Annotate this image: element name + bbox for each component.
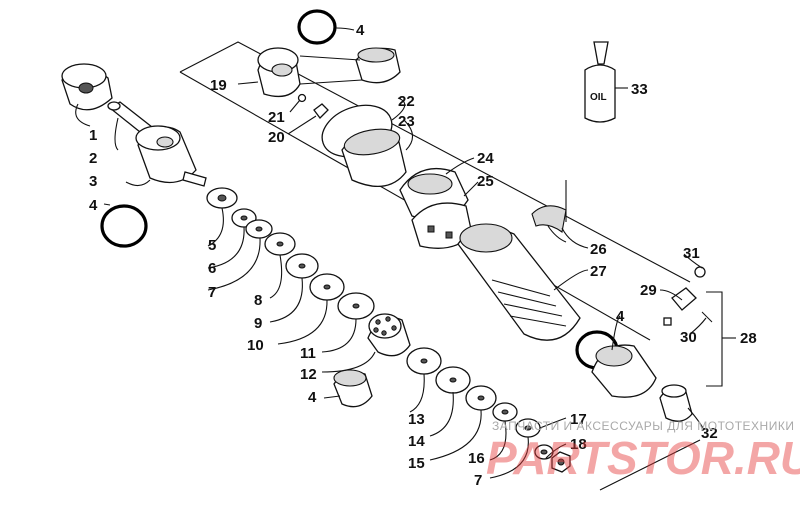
callout-22: 22 xyxy=(398,93,415,110)
watermark-tagline: ЗАПЧАСТИ И АКСЕССУАРЫ ДЛЯ МОТОТЕХНИКИ xyxy=(492,419,794,433)
part-rod-end-eyelet xyxy=(61,63,113,111)
part-washer-13 xyxy=(406,347,442,375)
callout-20: 20 xyxy=(268,129,285,146)
callout-18: 18 xyxy=(570,436,587,453)
callout-1: 1 xyxy=(89,127,97,144)
callout-11: 11 xyxy=(300,345,316,362)
callout-30: 30 xyxy=(680,329,697,346)
bracket-28 xyxy=(706,291,723,387)
callout-4-left: 4 xyxy=(89,197,98,214)
callout-7-lower: 7 xyxy=(474,472,482,489)
callout-26: 26 xyxy=(590,241,607,258)
callout-6: 6 xyxy=(208,260,216,277)
callout-28: 28 xyxy=(740,330,757,347)
part-bladder-23 xyxy=(341,128,407,187)
assembly-frame-bottom xyxy=(599,439,701,491)
part-spring-seat xyxy=(531,205,567,233)
callout-16: 16 xyxy=(468,450,485,467)
callout-7-upper: 7 xyxy=(208,284,216,301)
part-oring-left xyxy=(100,204,148,248)
callout-8: 8 xyxy=(254,292,262,309)
part-seal-head xyxy=(135,125,207,187)
part-nut xyxy=(551,451,571,473)
part-band-top xyxy=(355,47,401,84)
callout-10: 10 xyxy=(247,337,264,354)
part-washer-7 xyxy=(245,219,273,239)
part-washer-10 xyxy=(309,273,345,301)
part-screw-31 xyxy=(694,266,706,278)
part-oring-top xyxy=(297,9,337,45)
callout-17: 17 xyxy=(570,411,587,428)
callout-15: 15 xyxy=(408,455,425,472)
callout-13: 13 xyxy=(408,411,425,428)
part-valve xyxy=(313,103,329,119)
oil-bottle-label: OIL xyxy=(590,92,607,103)
part-washer-5 xyxy=(206,187,238,209)
part-oil-bottle: OIL xyxy=(584,41,616,123)
callout-3: 3 xyxy=(89,173,97,190)
callout-4-piston-band: 4 xyxy=(308,389,317,406)
callout-21: 21 xyxy=(268,109,285,126)
callout-19: 19 xyxy=(210,77,227,94)
callout-27: 27 xyxy=(590,263,607,280)
watermark: ЗАПЧАСТИ И АКСЕССУАРЫ ДЛЯ МОТОТЕХНИКИ PA… xyxy=(486,419,800,484)
callout-24: 24 xyxy=(477,150,494,167)
watermark-logo: PARTSTOR.RU xyxy=(486,432,800,484)
part-washer-15 xyxy=(465,385,497,411)
callout-5: 5 xyxy=(208,237,216,254)
part-small-oring xyxy=(297,93,307,103)
leader-band-top-link-2 xyxy=(299,79,363,85)
callout-9: 9 xyxy=(254,315,262,332)
callout-14: 14 xyxy=(408,433,425,450)
part-bearing-cap xyxy=(257,47,301,98)
part-washer-17 xyxy=(515,418,541,438)
part-washer-8 xyxy=(264,232,296,256)
callout-4-bottom: 4 xyxy=(616,308,625,325)
callout-29: 29 xyxy=(640,282,657,299)
callout-4-top: 4 xyxy=(356,22,365,39)
part-shock-body xyxy=(457,223,581,341)
callout-32: 32 xyxy=(701,425,718,442)
part-washer-16 xyxy=(492,402,518,422)
part-washer-11 xyxy=(337,292,375,320)
callout-2: 2 xyxy=(89,150,97,167)
part-valve-assembly xyxy=(663,287,713,326)
assembly-frame xyxy=(179,41,691,283)
leader-band-top-link xyxy=(299,55,361,61)
callout-31: 31 xyxy=(683,245,700,262)
part-piston-band xyxy=(333,369,373,408)
part-piston xyxy=(367,313,411,357)
part-washer-14 xyxy=(435,366,471,394)
callout-labels: 1 2 3 4 5 6 7 8 9 10 11 12 4 13 14 15 16… xyxy=(89,22,757,489)
callout-33: 33 xyxy=(631,81,648,98)
callout-12: 12 xyxy=(300,366,317,383)
part-washer-9 xyxy=(285,253,319,279)
part-bushing xyxy=(659,384,693,422)
part-lock-ring-25 xyxy=(411,202,473,249)
callout-25: 25 xyxy=(477,173,494,190)
callout-23: 23 xyxy=(398,113,415,130)
leader-lines xyxy=(75,27,736,479)
part-reservoir-end xyxy=(591,344,657,398)
